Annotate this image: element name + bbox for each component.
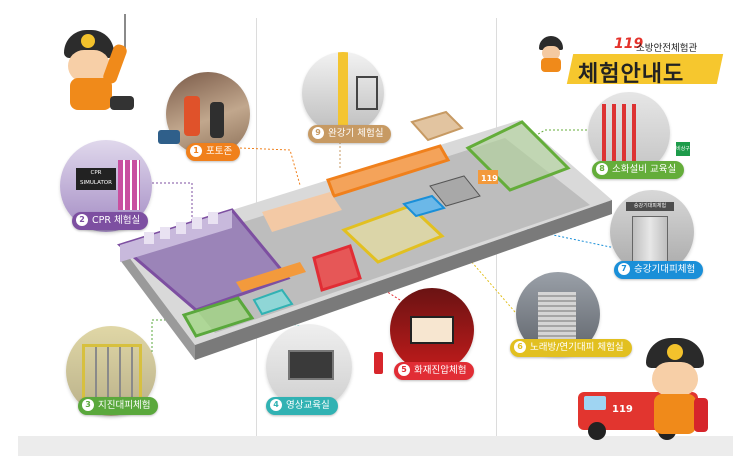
climber-boots: [110, 96, 134, 110]
truck-window: [584, 396, 606, 410]
climber-body: [70, 78, 112, 110]
bottom-band: [18, 436, 733, 456]
video-screen: [288, 350, 334, 380]
photo-zone-photo: [166, 72, 250, 156]
truck-wheel-front: [588, 422, 606, 440]
elevator-photo: 승강기대피체험: [610, 190, 694, 274]
window-frame: [356, 76, 378, 110]
label-fire-suppression[interactable]: 5 화재진압체험: [394, 362, 475, 380]
room-descender: [326, 144, 451, 198]
ff-face: [652, 362, 698, 396]
mascot-small: [536, 36, 566, 72]
room-fire-suppression: [312, 244, 362, 292]
room-video: [252, 288, 294, 316]
cpr-panels: [118, 160, 140, 210]
yellow-pole: [338, 52, 348, 134]
camera-icon: [158, 130, 180, 144]
shutter-door: [538, 292, 576, 342]
label-number: 3: [82, 398, 94, 411]
fire-suppression-photo: [390, 288, 474, 372]
label-video-room[interactable]: 4 영상교육실: [266, 397, 338, 415]
connector-photo: [239, 147, 301, 186]
label-text: CPR 체험실: [92, 215, 141, 226]
label-text: 완강기 체험실: [328, 128, 384, 139]
room-photo: [262, 192, 342, 232]
photo-figures: [184, 96, 200, 136]
fire-equipment-photo: [588, 92, 670, 174]
label-number: 8: [596, 162, 608, 175]
climber-badge: [81, 34, 95, 48]
mascot-face: [542, 46, 560, 60]
room-smoke: [341, 204, 445, 264]
label-cpr[interactable]: 2 CPR 체험실: [72, 212, 149, 230]
label-text: 승강기대피체험: [634, 264, 696, 275]
connector-cpr: [148, 182, 193, 230]
label-descender[interactable]: 9 완강기 체험실: [308, 125, 392, 143]
corridor-accent: [236, 262, 306, 292]
video-room-photo: [266, 324, 352, 410]
room-shaft: [410, 110, 464, 142]
room-quake: [181, 296, 255, 338]
ff-extinguisher: [694, 398, 708, 432]
label-number: 2: [76, 213, 88, 226]
label-text: 소화설비 교육실: [612, 164, 677, 175]
cpr-screen: CPR SIMULATOR: [76, 168, 116, 190]
screen: [410, 316, 454, 344]
ff-badge: [667, 344, 683, 360]
building-119-text: 119: [481, 174, 498, 183]
descender-room-photo: [302, 52, 384, 134]
label-number: 4: [270, 398, 282, 411]
red-pipes: [602, 104, 642, 164]
mascot-firefighter: [638, 338, 714, 442]
label-karaoke-smoke[interactable]: 6 노래방/연기대피 체험실: [510, 339, 632, 357]
label-fire-equipment[interactable]: 8 소화설비 교육실: [592, 161, 685, 179]
elevator-sign: 승강기대피체험: [626, 202, 674, 211]
photo-figures-2: [210, 102, 224, 138]
label-earthquake[interactable]: 3 지진대피체험: [78, 397, 159, 415]
room-elevator: [402, 194, 446, 218]
title-number: 119: [614, 36, 644, 52]
rope: [124, 14, 126, 50]
ff-body: [654, 394, 696, 434]
label-text: 영상교육실: [286, 400, 330, 411]
label-number: 5: [398, 363, 410, 376]
fire-extinguisher-icon: [374, 352, 383, 374]
label-photo-zone[interactable]: 1 포토존: [186, 143, 241, 161]
label-text: 화재진압체험: [414, 365, 467, 376]
cpr-windows: [144, 212, 218, 244]
label-number: 9: [312, 126, 324, 139]
room-gray: [429, 175, 481, 207]
label-number: 7: [618, 262, 630, 275]
building-front-wall: [195, 200, 612, 360]
building-side-wall: [120, 245, 195, 360]
truck-number: 119: [612, 404, 633, 415]
page-title: 체험안내도: [578, 62, 685, 87]
label-number: 1: [190, 144, 202, 157]
title-subtitle: 소방안전체험관: [636, 43, 698, 54]
mascot-climber: [52, 26, 142, 122]
mascot-body: [541, 58, 561, 72]
exit-sign: 비상구: [676, 142, 690, 156]
label-text: 지진대피체험: [98, 400, 151, 411]
label-text: 노래방/연기대피 체험실: [530, 342, 624, 353]
label-text: 포토존: [206, 146, 233, 157]
label-elevator[interactable]: 7 승강기대피체험: [614, 261, 704, 279]
label-number: 6: [514, 340, 526, 353]
room-cpr-wall: [120, 210, 232, 262]
quake-structure: [82, 344, 142, 400]
exit-sign-plate: [478, 170, 498, 184]
